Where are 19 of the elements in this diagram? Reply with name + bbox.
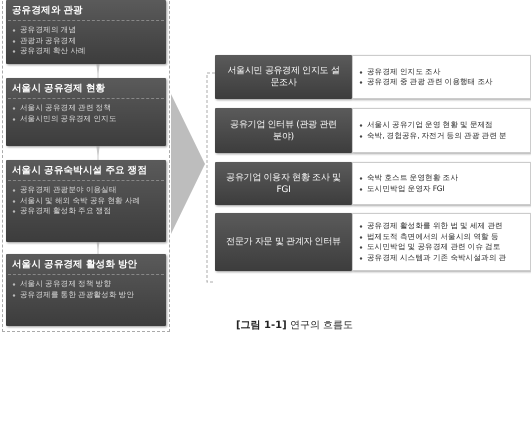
topic-box [6,0,166,64]
detail-box [352,213,531,271]
topic-box [6,254,166,326]
method-box: 공유기업 인터뷰 (관광 관련 분야) [215,108,352,153]
dashed-frame [2,0,170,332]
arrow [170,94,206,234]
method-box: 전문가 자문 및 관계자 인터뷰 [215,213,352,271]
box-heading: 서울시 공유숙박시설 주요 쟁점 [8,160,164,181]
box-heading: 서울시 공유경제 활성화 방안 [8,254,164,275]
method-box: 공유기업 이용자 현황 조사 및 FGI [215,162,352,205]
detail-box [352,108,531,153]
box-heading: 서울시 공유경제 현황 [8,78,164,99]
figure-caption: [그림 1-1] 연구의 흐름도 [236,319,354,332]
topic-box [6,160,166,242]
detail-box [352,162,531,205]
method-box: 서울시민 공유경제 인지도 설문조사 [215,55,352,99]
topic-box [6,78,166,146]
box-heading: 공유경제와 관광 [8,0,164,21]
detail-box [352,55,531,99]
